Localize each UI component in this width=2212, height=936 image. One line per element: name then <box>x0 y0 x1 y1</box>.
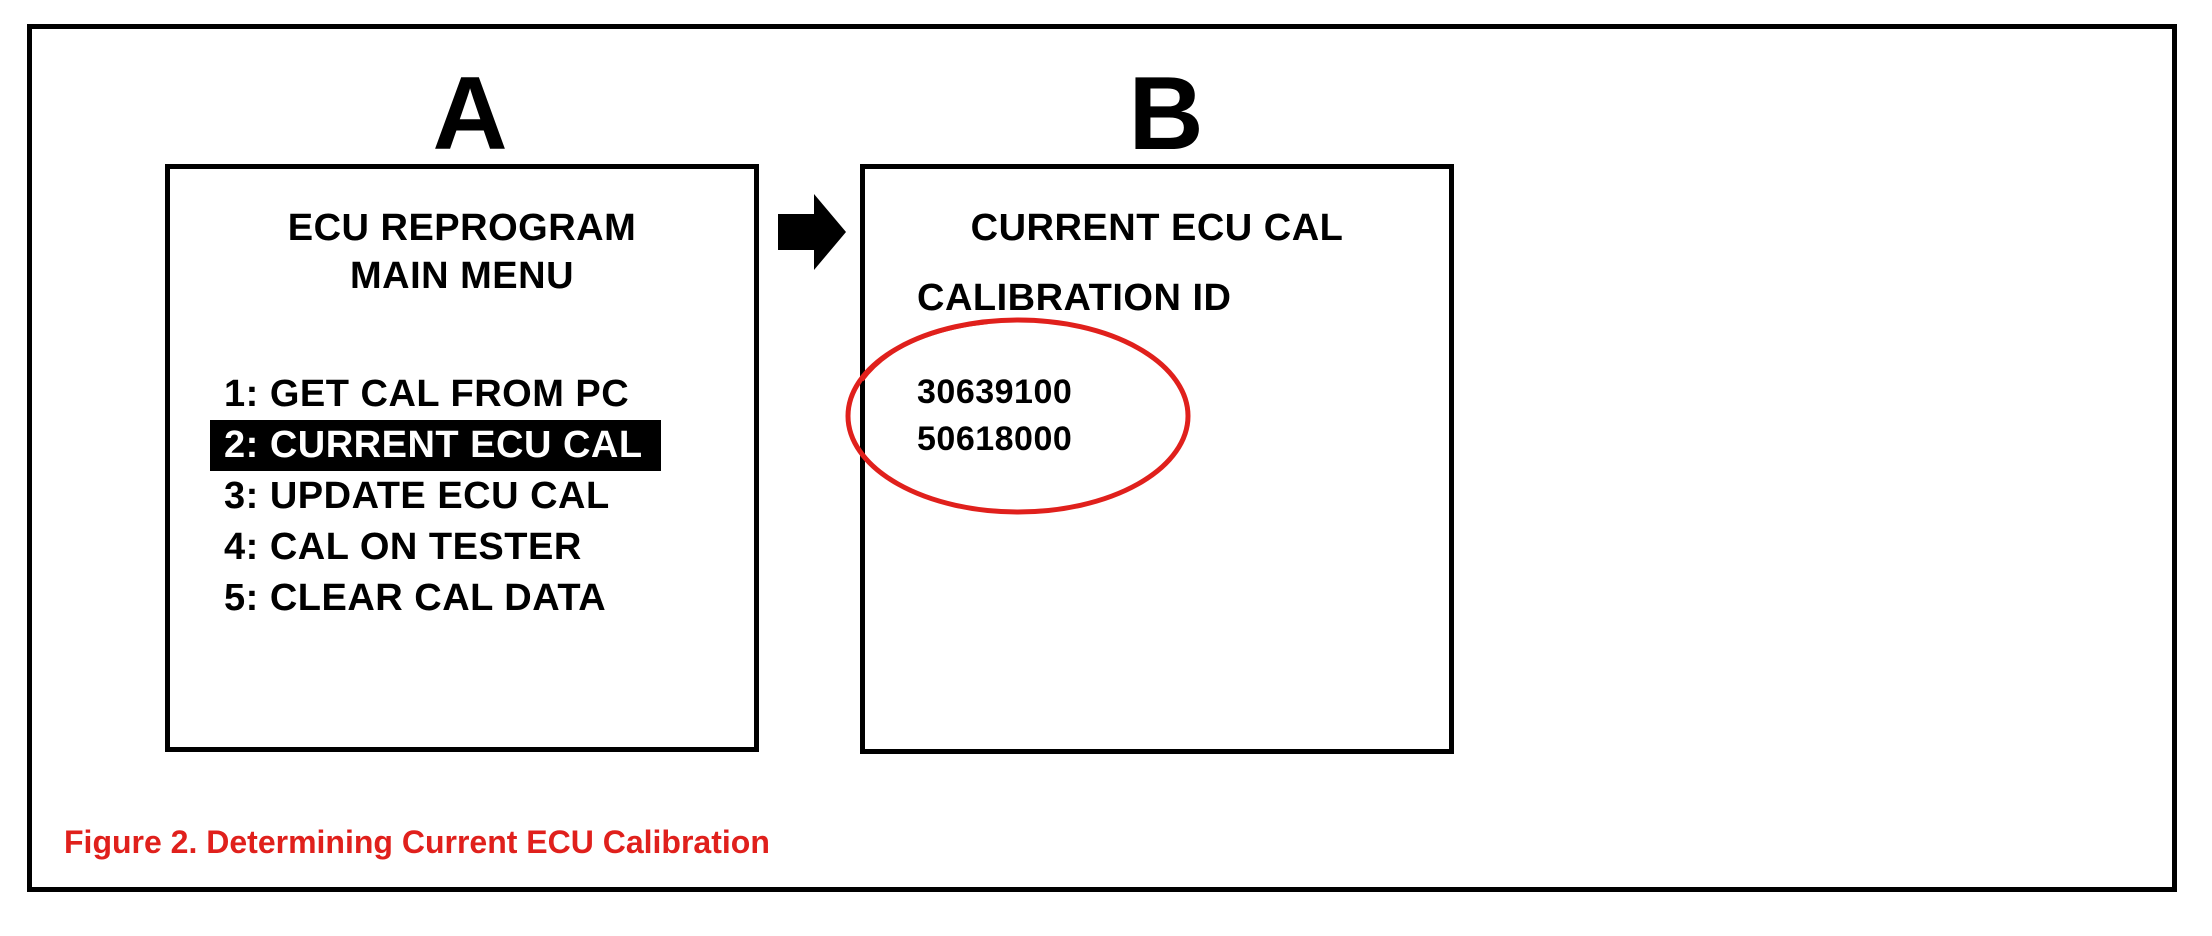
menu-item-clear-cal-data[interactable]: 5: CLEAR CAL DATA <box>218 573 661 624</box>
highlight-ellipse <box>845 317 1191 515</box>
menu-title-line-2: MAIN MENU <box>349 255 575 297</box>
calibration-id-value: 50618000 <box>917 420 1073 458</box>
panel-letter-b: B <box>1128 56 1204 172</box>
main-menu-screen: ECU REPROGRAM MAIN MENU 1: GET CAL FROM … <box>165 164 759 752</box>
figure-frame <box>27 24 2177 892</box>
menu-item-get-cal-from-pc[interactable]: 1: GET CAL FROM PC <box>218 369 661 420</box>
menu-item-update-ecu-cal[interactable]: 3: UPDATE ECU CAL <box>218 471 661 522</box>
menu-title-line-1: ECU REPROGRAM <box>287 207 637 249</box>
menu-item-label: 5: CLEAR CAL DATA <box>224 577 607 619</box>
current-cal-title: CURRENT ECU CAL <box>970 207 1344 249</box>
menu-item-current-ecu-cal[interactable]: 2: CURRENT ECU CAL <box>210 420 661 471</box>
menu-item-label: 3: UPDATE ECU CAL <box>224 475 610 517</box>
menu-item-label: 1: GET CAL FROM PC <box>224 373 630 415</box>
calibration-id-value: 30639100 <box>917 373 1073 411</box>
calibration-id-label: CALIBRATION ID <box>917 277 1232 319</box>
menu-item-label: 4: CAL ON TESTER <box>224 526 582 568</box>
menu-list: 1: GET CAL FROM PC 2: CURRENT ECU CAL 3:… <box>210 369 661 624</box>
current-ecu-cal-screen: CURRENT ECU CAL CALIBRATION ID 30639100 … <box>860 164 1454 754</box>
right-arrow-icon <box>778 194 846 270</box>
menu-item-cal-on-tester[interactable]: 4: CAL ON TESTER <box>218 522 661 573</box>
panel-letter-a: A <box>432 56 508 172</box>
figure-caption: Figure 2. Determining Current ECU Calibr… <box>64 824 770 860</box>
menu-item-label-selected: 2: CURRENT ECU CAL <box>210 420 661 471</box>
